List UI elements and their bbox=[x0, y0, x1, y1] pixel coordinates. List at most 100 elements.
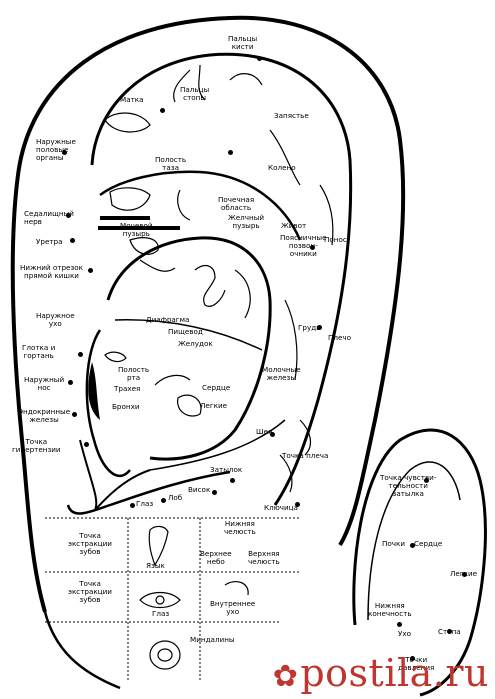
ear-outer-outline bbox=[10, 15, 406, 613]
point-dot bbox=[88, 268, 93, 273]
lobe-outline bbox=[43, 611, 121, 690]
label-tochka-zatylka: Точка чувстви- тельности затылка bbox=[380, 473, 437, 498]
label-glotka: Глотка и гортань bbox=[22, 343, 56, 360]
label-mochevoy: Мочевой пузырь bbox=[120, 221, 153, 238]
point-dot bbox=[397, 622, 402, 627]
antihelix-lower bbox=[98, 216, 180, 230]
label-pochechnaya: Почечная область bbox=[218, 195, 255, 212]
antihelix bbox=[99, 170, 302, 241]
label-tochka-gipertenzii: Точка гипертензии bbox=[12, 437, 61, 454]
label-verkhnyaya-chelyust: Верхняя челюсть bbox=[248, 549, 280, 566]
label-mindaliny: Миндалины bbox=[190, 635, 235, 644]
helix-inner bbox=[90, 52, 353, 506]
label-legkie: Легкие bbox=[200, 401, 228, 410]
point-dot bbox=[410, 656, 415, 661]
watermark: ✿postila.ru bbox=[273, 651, 489, 695]
label-zheludok: Желудок bbox=[178, 339, 213, 348]
point-dot bbox=[70, 238, 75, 243]
label-naruzhnye-organy: Наружные половые органы bbox=[36, 137, 76, 162]
lobe-inner bbox=[66, 470, 231, 515]
point-dot bbox=[130, 503, 135, 508]
point-dot bbox=[228, 150, 233, 155]
point-dot bbox=[317, 325, 322, 330]
label-pishchevod: Пищевод bbox=[168, 327, 203, 336]
label-tochki-daveniya: Точки давления bbox=[398, 655, 435, 672]
point-dot bbox=[72, 412, 77, 417]
point-dot bbox=[270, 432, 275, 437]
point-dot bbox=[410, 543, 415, 548]
flower-icon: ✿ bbox=[272, 659, 299, 694]
tragus bbox=[85, 329, 131, 477]
point-dot bbox=[447, 629, 452, 634]
label-molochnye: Молочные железы bbox=[262, 365, 301, 382]
point-dot bbox=[84, 442, 89, 447]
lobe-grid bbox=[45, 517, 300, 680]
label-poyasnichny: Поясничные позвон- очники bbox=[280, 233, 327, 258]
label-naruzhnoe-ukho: Наружное ухо bbox=[36, 311, 75, 328]
label-nizhnyaya-konechnost: Нижняя конечность bbox=[368, 601, 412, 618]
label-zatylok: Затылок bbox=[210, 465, 243, 474]
point-dot bbox=[78, 352, 83, 357]
point-dot bbox=[462, 572, 467, 577]
label-paltsy-kisti: Пальцы кисти bbox=[228, 34, 258, 51]
label-nizhny-otrezok: Нижний отрезок прямой кишки bbox=[20, 263, 84, 280]
label-sheya: Шея bbox=[256, 427, 273, 436]
label-tochka-plecha: Точка плеча bbox=[282, 451, 329, 460]
label-naruzhny-nos: Наружный нос bbox=[24, 375, 65, 392]
label-koleno: Колено bbox=[268, 163, 296, 172]
label-visok: Висок bbox=[188, 485, 211, 494]
label-tochka-ekstr-2: Точка экстракции зубов bbox=[68, 579, 112, 604]
label-tochka-ekstr-1: Точка экстракции зубов bbox=[68, 531, 112, 556]
concha-inner bbox=[114, 319, 263, 351]
point-dot bbox=[295, 502, 300, 507]
ear-canal bbox=[88, 362, 100, 420]
point-dot bbox=[230, 478, 235, 483]
label-trakheya: Трахея bbox=[114, 384, 141, 393]
label-polost-rta: Полость рта bbox=[118, 365, 150, 382]
concha-outline bbox=[106, 236, 272, 461]
label-paltsy-stopy: Пальцы стопы bbox=[180, 85, 210, 102]
label-diafragma: Диафрагма bbox=[146, 315, 190, 324]
label-bronkhi: Бронхи bbox=[112, 402, 140, 411]
label-glaz-grid: Глаз bbox=[152, 609, 170, 618]
back-ear-outline bbox=[352, 428, 487, 697]
point-dot bbox=[310, 245, 315, 250]
label-matka: Матка bbox=[120, 95, 144, 104]
point-dot bbox=[68, 380, 73, 385]
label-glaz-lower: Глаз bbox=[136, 499, 154, 508]
point-dot bbox=[160, 108, 165, 113]
label-lob: Лоб bbox=[168, 493, 183, 502]
antitragus bbox=[149, 419, 286, 471]
organ-sketches bbox=[104, 64, 334, 670]
label-klyuchitsa: Ключица bbox=[264, 503, 298, 512]
label-sedalishchny: Седалищный нерв bbox=[24, 209, 74, 226]
label-zhelchny: Желчный пузырь bbox=[228, 213, 265, 230]
label-zapyastye: Запястье bbox=[274, 111, 309, 120]
label-pleho: Плечо bbox=[328, 333, 352, 342]
point-dot bbox=[212, 490, 217, 495]
label-uretra: Уретра bbox=[36, 237, 63, 246]
point-dot bbox=[161, 498, 166, 503]
label-yazyk: Язык bbox=[146, 561, 165, 570]
label-nizhnyaya-chelyust: Нижняя челюсть bbox=[224, 519, 256, 536]
back-ear-inner bbox=[367, 461, 461, 621]
label-serdtse-back: Сердце bbox=[414, 539, 443, 548]
label-grud: Грудь bbox=[298, 323, 321, 332]
label-verkhnee-nebo: Верхнее небо bbox=[200, 549, 232, 566]
label-ukho: Ухо bbox=[398, 629, 412, 638]
label-polost-taza: Полость таза bbox=[155, 155, 187, 172]
point-dot bbox=[424, 478, 429, 483]
watermark-text: postila.ru bbox=[300, 651, 489, 695]
point-dot bbox=[66, 213, 71, 218]
label-endokrinnye: Эндокринные железы bbox=[18, 407, 71, 424]
label-zhivot: Живот bbox=[281, 221, 307, 230]
point-dot bbox=[62, 150, 67, 155]
label-ponos: Понос bbox=[324, 235, 347, 244]
label-pochki: Почки bbox=[382, 539, 406, 548]
label-legkie-back: Легкие bbox=[450, 569, 478, 578]
label-serdtse: Сердце bbox=[202, 383, 231, 392]
label-vnutrennee-ukho: Внутреннее ухо bbox=[210, 599, 256, 616]
label-stopa: Стопа bbox=[438, 627, 461, 636]
point-dot bbox=[257, 56, 262, 61]
